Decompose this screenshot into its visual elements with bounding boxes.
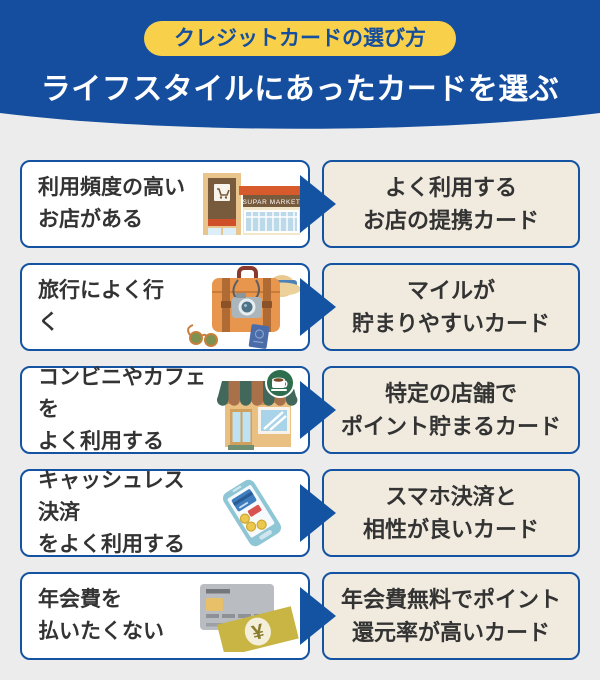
result-line: マイルが bbox=[406, 278, 495, 303]
condition-text: コンビニやカフェを よく利用する bbox=[38, 362, 217, 458]
result-line: お店の提携カード bbox=[362, 208, 539, 233]
supermarket-icon: SUPAR MARKET bbox=[203, 173, 302, 235]
flow-row: キャッシュレス決済 をよく利用する bbox=[20, 469, 580, 557]
condition-card: 年会費を 払いたくない ¥ bbox=[20, 572, 310, 660]
flow-rows: 利用頻度の高い お店がある SUPAR MARKET bbox=[0, 132, 600, 660]
smartphone-icon bbox=[222, 479, 282, 547]
result-line: 貯まりやすいカード bbox=[351, 311, 550, 336]
condition-card: 旅行によく行く bbox=[20, 263, 310, 351]
condition-line: 払いたくない bbox=[38, 620, 164, 643]
header-curve bbox=[0, 112, 600, 129]
condition-line: お店がある bbox=[38, 208, 143, 231]
result-text: よく利用する お店の提携カード bbox=[363, 171, 539, 237]
condition-card: コンビニやカフェを よく利用する bbox=[20, 366, 310, 454]
flow-row: 利用頻度の高い お店がある SUPAR MARKET bbox=[20, 160, 580, 248]
result-line: 年会費無料でポイント bbox=[340, 587, 561, 612]
supermarket-sign-text: SUPAR MARKET bbox=[242, 199, 300, 206]
condition-card: 利用頻度の高い お店がある SUPAR MARKET bbox=[20, 160, 310, 248]
condition-line: コンビニやカフェを bbox=[38, 366, 206, 421]
result-line: よく利用する bbox=[384, 175, 517, 200]
page-title: ライフスタイルにあったカードを選ぶ bbox=[40, 73, 560, 107]
condition-text: 利用頻度の高い お店がある bbox=[38, 172, 185, 236]
condition-text: 旅行によく行く bbox=[38, 275, 182, 339]
flow-row: 年会費を 払いたくない ¥ bbox=[20, 572, 580, 660]
condition-text: 年会費を 払いたくない bbox=[38, 584, 164, 648]
result-card: スマホ決済と 相性が良いカード bbox=[322, 469, 580, 557]
flow-row: コンビニやカフェを よく利用する bbox=[20, 366, 580, 454]
condition-line: 利用頻度の高い bbox=[38, 176, 185, 199]
condition-line: キャッシュレス決済 bbox=[38, 469, 185, 524]
result-line: 相性が良いカード bbox=[362, 517, 539, 542]
result-text: マイルが 貯まりやすいカード bbox=[352, 274, 550, 340]
condition-line: 年会費を bbox=[38, 588, 122, 611]
flow-row: 旅行によく行く bbox=[20, 263, 580, 351]
cafe-icon bbox=[217, 368, 298, 450]
result-text: 年会費無料でポイント 還元率が高いカード bbox=[341, 583, 561, 649]
result-text: スマホ決済と 相性が良いカード bbox=[363, 480, 539, 546]
result-card: 特定の店舗で ポイント貯まるカード bbox=[322, 366, 580, 454]
result-card: よく利用する お店の提携カード bbox=[322, 160, 580, 248]
result-card: 年会費無料でポイント 還元率が高いカード bbox=[322, 572, 580, 660]
category-badge: クレジットカードの選び方 bbox=[144, 21, 456, 57]
condition-card: キャッシュレス決済 をよく利用する bbox=[20, 469, 310, 557]
condition-line: よく利用する bbox=[38, 430, 164, 453]
condition-text: キャッシュレス決済 をよく利用する bbox=[38, 465, 197, 561]
header: クレジットカードの選び方 ライフスタイルにあったカードを選ぶ bbox=[0, 0, 600, 112]
condition-line: をよく利用する bbox=[38, 533, 185, 556]
result-text: 特定の店舗で ポイント貯まるカード bbox=[341, 377, 561, 443]
creditcard-icon: ¥ bbox=[200, 584, 299, 652]
result-line: 特定の店舗で bbox=[384, 381, 517, 406]
result-line: スマホ決済と bbox=[385, 484, 517, 509]
result-line: 還元率が高いカード bbox=[351, 620, 550, 645]
result-line: ポイント貯まるカード bbox=[340, 414, 561, 439]
condition-line: 旅行によく行く bbox=[38, 279, 164, 334]
travel-icon bbox=[187, 266, 301, 349]
result-card: マイルが 貯まりやすいカード bbox=[322, 263, 580, 351]
